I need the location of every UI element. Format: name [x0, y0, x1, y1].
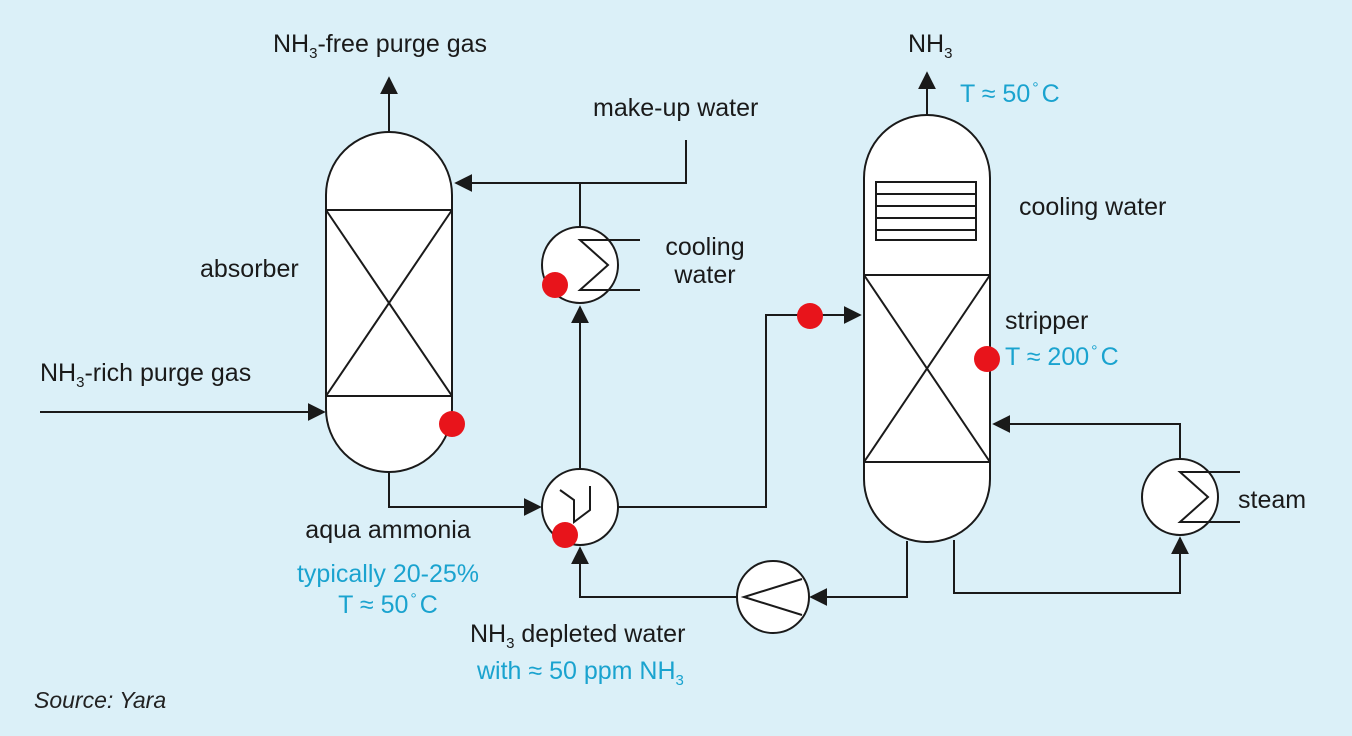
marker-rich-line — [797, 303, 823, 329]
aqua-ammonia-label: aqua ammonia — [305, 516, 471, 544]
marker-feed-exchanger — [552, 522, 578, 548]
reboiler-feed — [953, 536, 1189, 594]
absorber-packing — [325, 209, 453, 397]
marker-cooler — [542, 272, 568, 298]
aqua-ammonia-line — [388, 472, 542, 516]
aqua-temperature-label: T ≈ 50°C — [338, 591, 438, 619]
nh3-rich-purge-gas-label: NH3-rich purge gas — [40, 359, 252, 391]
stripper-bottoms-to-pump — [809, 541, 908, 606]
makeup-water-label: make-up water — [593, 94, 759, 122]
absorber-label: absorber — [200, 255, 299, 283]
top-temperature-label: T ≈ 50°C — [960, 80, 1060, 108]
stripper-temperature-label: T ≈ 200°C — [1005, 343, 1119, 371]
marker-stripper — [974, 346, 1000, 372]
stripper-vessel — [863, 114, 991, 543]
pump-to-exchanger — [571, 546, 737, 598]
nh3-product-label: NH3 — [908, 30, 953, 62]
makeup-water-line — [454, 140, 687, 192]
depleted-water-label: NH3 depleted water — [470, 620, 686, 652]
stripper-label: stripper — [1005, 307, 1089, 335]
marker-absorber — [439, 411, 465, 437]
stripper-condenser — [875, 181, 977, 241]
source-label: Source: Yara — [34, 687, 167, 713]
nh3-free-purge-gas-label: NH3-free purge gas — [273, 30, 487, 62]
rich-solution-line — [618, 306, 862, 508]
steam-label: steam — [1238, 486, 1307, 514]
cooling-water-label-2: cooling water — [1019, 193, 1167, 221]
reboiler-return — [992, 415, 1181, 459]
ppm-label: with ≈ 50 ppm NH3 — [477, 657, 684, 689]
aqua-concentration-label: typically 20-25% — [296, 560, 480, 588]
pump — [736, 560, 810, 634]
